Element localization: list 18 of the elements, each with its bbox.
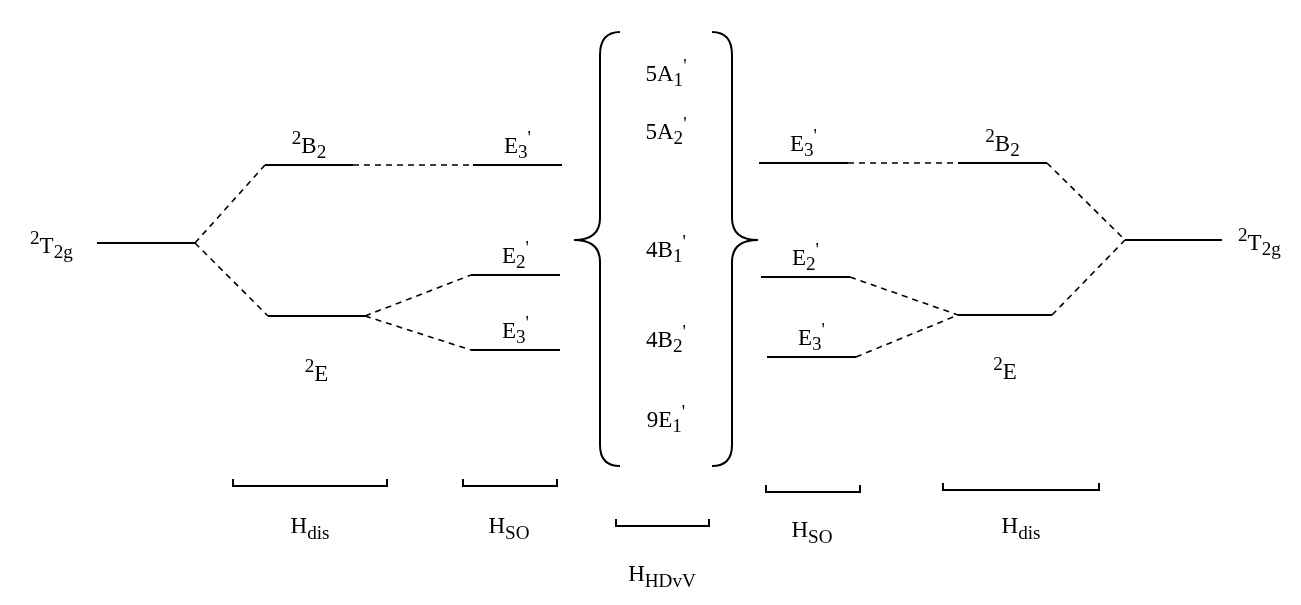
dashed-connector	[194, 164, 266, 244]
term-symbol: $^{2}$T$_{2g}$	[1238, 223, 1281, 262]
dashed-connector	[194, 242, 269, 317]
hamiltonian-label: H$_{HDvV}$	[628, 560, 696, 593]
term-symbol: $^{2}$B$_{2}$	[291, 126, 327, 165]
term-symbol: $^{2}$B$_{2}$	[985, 124, 1020, 163]
hamiltonian-label: H$_{SO}$	[488, 512, 530, 545]
hamiltonian-label: H$_{SO}$	[791, 516, 833, 549]
dashed-connector	[849, 276, 959, 316]
dashed-connector	[364, 315, 472, 351]
hamiltonian-label: H$_{dis}$	[1001, 512, 1041, 545]
term-symbol: $^{2}$E	[993, 352, 1017, 386]
dashed-connector	[364, 274, 472, 317]
term-symbol: $^{2}$E	[304, 354, 329, 388]
dashed-connector	[1051, 239, 1126, 316]
term-symbol: $^{2}$T$_{2g}$	[30, 226, 73, 265]
hamiltonian-label: H$_{dis}$	[290, 512, 330, 545]
dashed-connector	[855, 314, 959, 358]
